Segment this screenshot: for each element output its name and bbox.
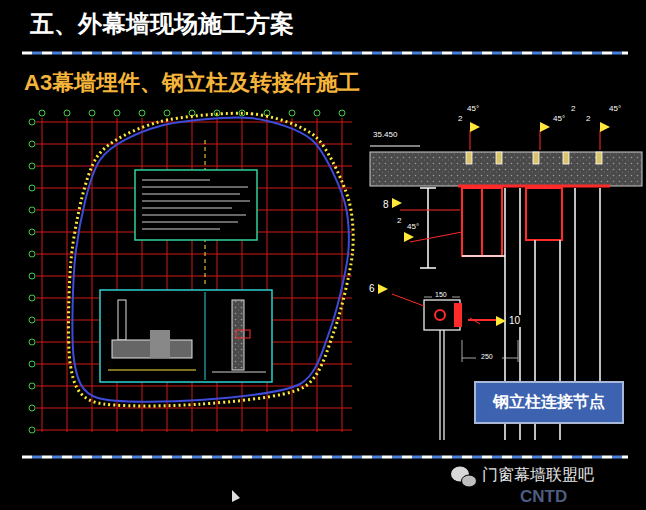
section-detail-panel: [100, 290, 272, 382]
caption-button: 钢立柱连接节点: [474, 381, 624, 424]
dimension: 250: [480, 353, 494, 361]
weld-angle: 45°: [406, 222, 420, 231]
weld-angle: 45°: [466, 104, 480, 113]
wechat-icon: [451, 467, 477, 488]
axis-grid: [29, 110, 352, 433]
weld-size: 2: [396, 216, 402, 225]
watermark: 门窗幕墙联盟吧: [482, 466, 594, 484]
weld-size: 2: [457, 114, 463, 123]
weld-size: 2: [570, 104, 576, 113]
steel-column-connection-detail: [370, 122, 642, 440]
notes-panel: [135, 170, 257, 240]
caption-text: 钢立柱连接节点: [493, 392, 605, 413]
weld-size: 8: [382, 199, 390, 211]
curtain-wall-embeds: [68, 113, 353, 406]
cursor-mark: [232, 490, 240, 502]
weld-angle: 45°: [552, 114, 566, 123]
level-mark: 35.450: [372, 130, 398, 139]
weld-size: 2: [585, 114, 591, 123]
separator-line: [22, 53, 628, 457]
curtain-wall-outline: [72, 118, 348, 402]
weld-size: 6: [368, 283, 376, 295]
section-subtitle: A3幕墙埋件、钢立柱及转接件施工: [24, 70, 360, 95]
dimension: 150: [434, 291, 448, 299]
weld-size: 10: [508, 315, 521, 327]
weld-angle: 45°: [608, 104, 622, 113]
slide-title: 五、外幕墙现场施工方案: [30, 10, 294, 38]
watermark-logo: CNTD: [520, 487, 567, 507]
